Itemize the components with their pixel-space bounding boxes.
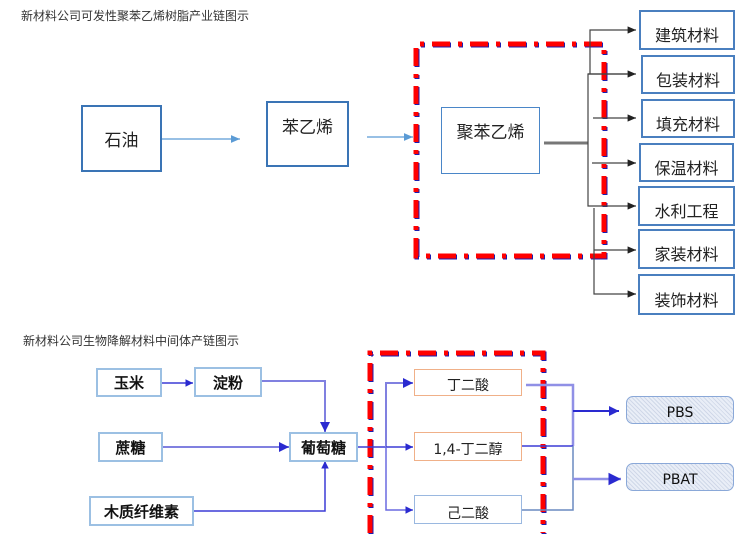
node-polystyrene-label: 聚苯乙烯: [456, 123, 525, 143]
highlight-frame-polystyrene-red: [413, 41, 607, 259]
product-decorative-materials[interactable]: 装饰材料: [638, 274, 735, 315]
product-packaging-materials[interactable]: 包装材料: [641, 55, 735, 94]
node-glucose[interactable]: 葡萄糖: [289, 432, 358, 462]
node-lignocellulose-label: 木质纤维素: [103, 502, 179, 521]
product-label: 建筑材料: [654, 26, 719, 45]
node-starch[interactable]: 淀粉: [194, 367, 262, 397]
product-label: 家装材料: [654, 245, 719, 264]
node-styrene-label: 苯乙烯: [282, 118, 333, 138]
node-petroleum[interactable]: 石油: [81, 105, 162, 172]
node-glucose-label: 葡萄糖: [300, 438, 346, 457]
product-label: 填充材料: [655, 114, 720, 134]
product-label: 保温材料: [654, 158, 719, 178]
node-corn-label: 玉米: [113, 374, 144, 392]
output-pbs-label: PBS: [666, 405, 694, 421]
node-corn[interactable]: 玉米: [96, 368, 162, 397]
output-pbs[interactable]: PBS: [626, 396, 734, 424]
node-styrene[interactable]: 苯乙烯: [266, 101, 349, 167]
highlight-frame-intermediates: [367, 350, 546, 533]
product-water-conservancy[interactable]: 水利工程: [638, 186, 735, 226]
bio-connectors: [162, 378, 621, 514]
node-succinic-acid[interactable]: 丁二酸: [414, 369, 522, 396]
node-adipic-acid-label: 己二酸: [447, 505, 489, 522]
product-building-materials[interactable]: 建筑材料: [639, 10, 735, 50]
node-succinic-acid-label: 丁二酸: [447, 377, 489, 394]
output-pbat[interactable]: PBAT: [626, 463, 734, 491]
node-lignocellulose[interactable]: 木质纤维素: [89, 496, 194, 526]
product-filling-materials[interactable]: 填充材料: [641, 99, 735, 138]
node-starch-label: 淀粉: [212, 373, 243, 392]
product-connectors: [544, 26, 636, 298]
node-butanediol-label: 1,4-丁二醇: [433, 441, 503, 458]
product-label: 包装材料: [655, 70, 720, 90]
product-label: 水利工程: [654, 202, 719, 221]
product-label: 装饰材料: [654, 290, 719, 310]
node-adipic-acid[interactable]: 己二酸: [414, 495, 522, 524]
node-sucrose-label: 蔗糖: [115, 438, 146, 457]
diagram1-caption: 新材料公司可发性聚苯乙烯树脂产业链图示: [21, 9, 250, 23]
node-polystyrene[interactable]: 聚苯乙烯: [441, 107, 540, 174]
product-insulation-materials[interactable]: 保温材料: [639, 143, 734, 182]
node-butanediol[interactable]: 1,4-丁二醇: [414, 432, 522, 461]
product-home-decoration-materials[interactable]: 家装材料: [638, 229, 735, 269]
node-petroleum-label: 石油: [104, 131, 139, 151]
diagram2-caption: 新材料公司生物降解材料中间体产链图示: [23, 334, 240, 348]
node-sucrose[interactable]: 蔗糖: [98, 432, 163, 462]
output-pbat-label: PBAT: [662, 472, 698, 488]
